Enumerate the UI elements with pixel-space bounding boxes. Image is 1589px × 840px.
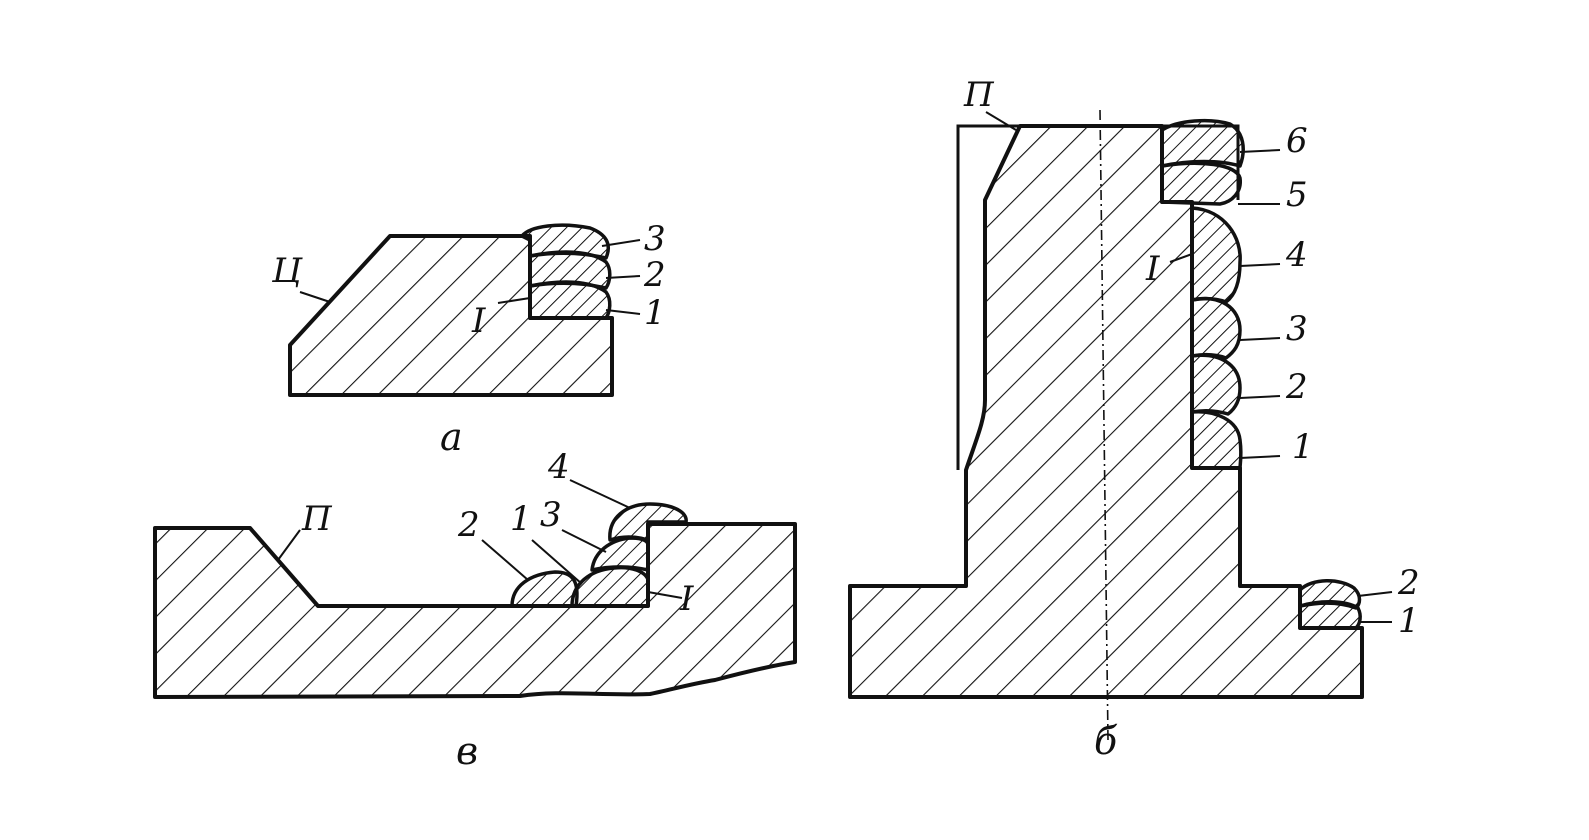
panel-a-label-bead-1: 1 [644, 293, 666, 333]
panel-b-wall-bead-4 [1190, 206, 1242, 304]
panel-b-label-flange-1: 1 [1398, 601, 1420, 641]
panel-a-label-bead-3: 3 [644, 219, 666, 259]
panel-b-leader-wall-1 [1239, 455, 1281, 459]
panel-b-label-surface: I [1145, 249, 1160, 289]
panel-v-leader-bead-4 [569, 479, 631, 509]
panel-b-label-bevel: П [963, 75, 995, 115]
panel-b-centerline [1099, 109, 1109, 741]
panel-v-bead-1 [570, 565, 650, 608]
panel-b-label-wall-2: 2 [1285, 367, 1308, 407]
panel-v-label-bevel: П [301, 499, 333, 539]
panel-a-leader-bead-3 [601, 239, 641, 247]
panel-b-leader-flange-2 [1357, 591, 1393, 597]
panel-b-label-wall-6: 6 [1286, 121, 1308, 161]
panel-b-leader-wall-3 [1239, 337, 1281, 341]
panel-v-bead-3 [590, 536, 650, 572]
panel-a: Ц I 3 2 1 а [271, 219, 666, 459]
panel-b-label-flange-2: 2 [1397, 563, 1420, 603]
panel-b-caption: б [1094, 719, 1118, 763]
panel-b-wall-bead-2 [1190, 353, 1242, 416]
panel-v-label-bead-1: 1 [510, 499, 532, 539]
panel-b-label-wall-4: 4 [1285, 235, 1308, 275]
panel-v-base-part [153, 522, 797, 699]
panel-v-leader-surface [647, 591, 683, 599]
panel-v-label-surface: I [679, 579, 694, 619]
panel-a-leader-bevel [299, 291, 331, 303]
panel-b-leader-bevel [985, 111, 1017, 131]
panel-a-leader-bead-1 [605, 309, 641, 315]
panel-v-label-bead-3: 3 [540, 495, 562, 535]
panel-b-wall-bead-3 [1190, 296, 1242, 360]
panel-a-leader-surface [497, 297, 531, 304]
panel-b: П I 6 5 4 3 2 1 2 1 б [848, 75, 1420, 763]
panel-v-leader-bead-1 [531, 539, 583, 585]
panel-b-wall-bead-6 [1160, 118, 1245, 168]
panel-b-leader-surface [1169, 253, 1193, 263]
panel-v-bead-4 [608, 502, 688, 542]
panel-a-label-surface: I [471, 301, 486, 341]
panel-b-wall-bead-5 [1160, 161, 1242, 206]
panel-v-leader-bead-3 [561, 529, 607, 553]
panel-a-leader-bead-2 [605, 275, 641, 279]
panel-v-bead-2 [510, 570, 579, 608]
panel-a-caption: а [440, 415, 463, 459]
panel-b-leader-wall-4 [1239, 263, 1281, 267]
panel-v-leader-bevel [277, 529, 301, 561]
panel-b-wall-bead-1 [1190, 410, 1243, 470]
panel-b-label-wall-5: 5 [1286, 175, 1308, 215]
panel-v-label-bead-4: 4 [547, 447, 570, 487]
panel-v-label-bead-2: 2 [457, 505, 480, 545]
panel-b-leader-wall-6 [1239, 149, 1281, 153]
panel-v: П 2 1 3 4 I в [153, 447, 797, 773]
panel-v-caption: в [456, 729, 478, 773]
panel-a-label-bead-2: 2 [643, 255, 666, 295]
panel-b-label-wall-1: 1 [1292, 427, 1314, 467]
panel-b-label-wall-3: 3 [1286, 309, 1308, 349]
panel-b-leader-wall-2 [1239, 395, 1281, 399]
panel-v-leader-bead-2 [481, 539, 529, 581]
panel-b-flange-bead-2 [1298, 579, 1362, 610]
panel-a-bead-3 [520, 223, 611, 260]
panel-a-label-bevel: Ц [271, 251, 303, 291]
